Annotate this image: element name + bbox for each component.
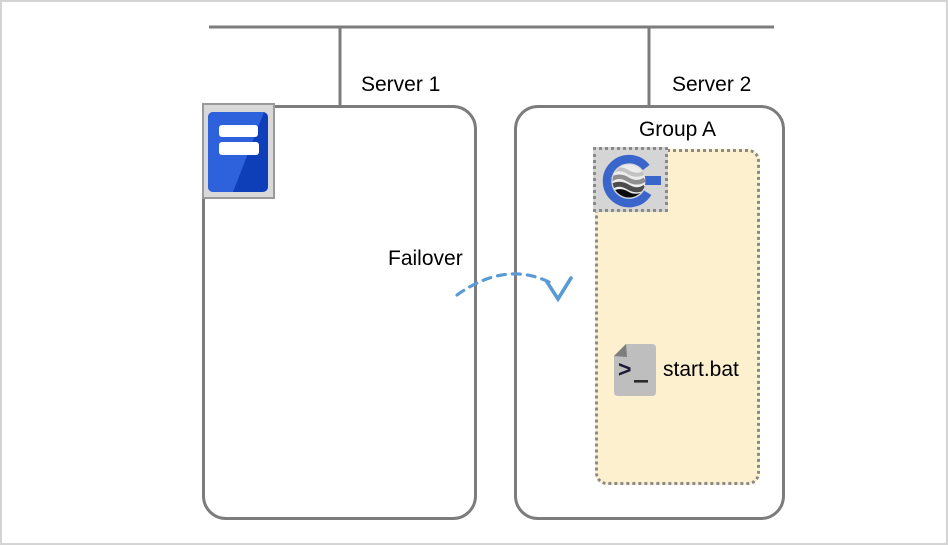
script-prompt-glyph: > — [618, 356, 631, 382]
failover-label: Failover — [388, 247, 463, 270]
script-file-label: start.bat — [663, 358, 739, 381]
logo-g-crossbar — [642, 176, 661, 185]
server1-label: Server 1 — [361, 73, 441, 96]
logo-g-ring — [602, 154, 652, 208]
script-doc-fold — [614, 344, 627, 357]
script-cursor-underscore — [634, 380, 648, 383]
server-tower-icon — [208, 112, 268, 192]
group-a-label: Group A — [638, 118, 717, 141]
globe-g-logo-icon — [602, 154, 661, 208]
server-slot-1 — [219, 125, 258, 137]
terminal-script-file-icon: > — [614, 344, 656, 396]
server2-label: Server 2 — [672, 73, 752, 96]
server-slot-2 — [219, 142, 259, 155]
script-doc-body — [614, 344, 656, 396]
